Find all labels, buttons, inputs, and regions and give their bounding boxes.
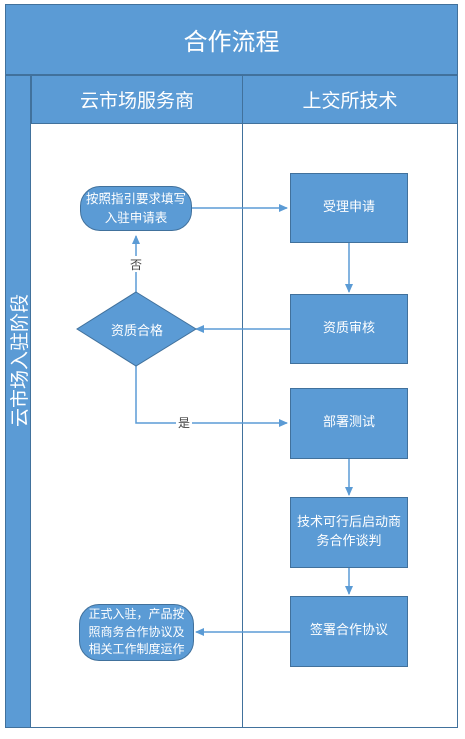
edge-label-yes: 是 xyxy=(176,414,192,430)
lane-header-sse-tech: 上交所技术 xyxy=(242,75,458,124)
node-qualify-check: 资质合格 xyxy=(110,323,163,339)
edge-label-no: 否 xyxy=(128,256,144,272)
node-operate: 正式入驻，产品按照商务合作协议及相关工作制度运作 xyxy=(79,604,194,661)
edge-qualify-yes-to-deploy xyxy=(135,366,288,427)
node-accept: 受理申请 xyxy=(290,173,408,243)
diagram-title: 合作流程 xyxy=(5,4,458,75)
node-sign: 签署合作协议 xyxy=(290,596,408,667)
node-deploy-test: 部署测试 xyxy=(290,388,408,459)
node-apply-form: 按照指引要求填写入驻申请表 xyxy=(80,186,192,231)
lane-divider xyxy=(242,124,243,728)
node-review: 资质审核 xyxy=(290,294,408,364)
phase-bar xyxy=(5,75,31,728)
node-negotiate: 技术可行后启动商务合作谈判 xyxy=(290,497,408,568)
decision-diamond xyxy=(76,291,197,367)
lane-header-provider: 云市场服务商 xyxy=(31,75,243,124)
